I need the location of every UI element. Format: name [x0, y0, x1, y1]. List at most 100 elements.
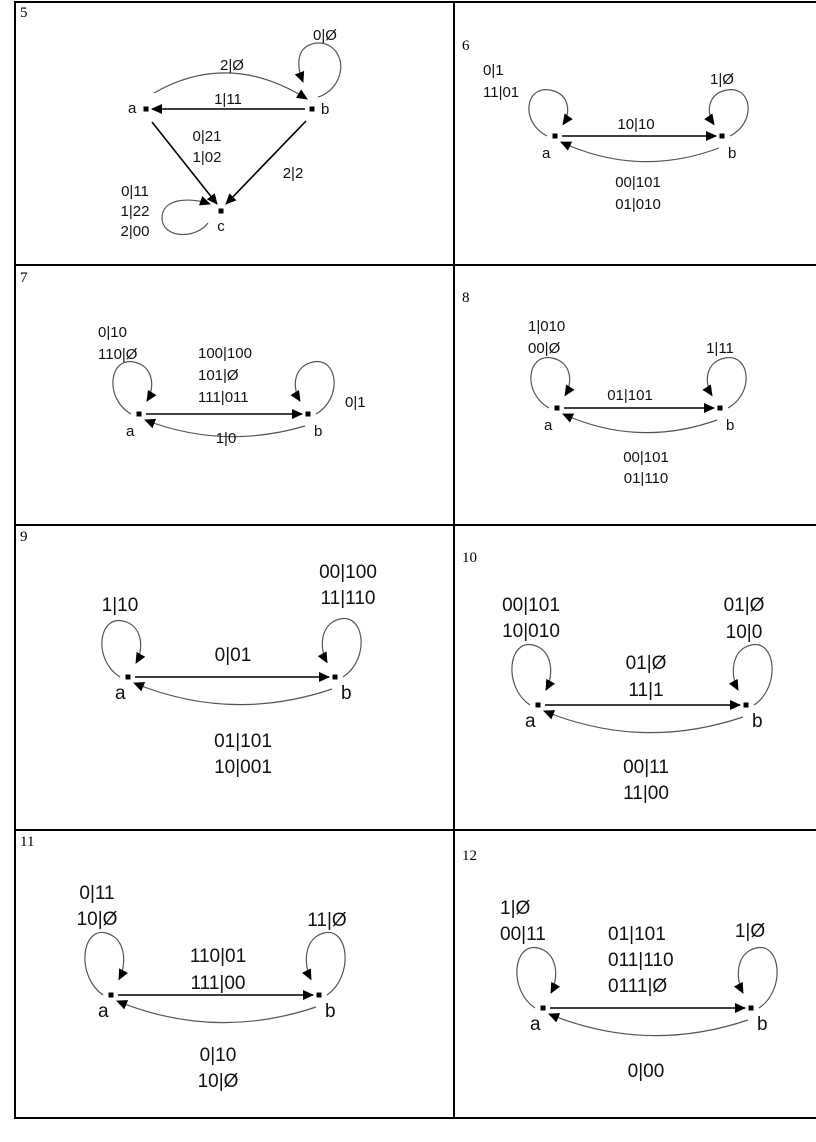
- edge-label-line: 110|01: [190, 946, 246, 967]
- edge-label-line: 0|21: [193, 128, 222, 145]
- edge-b-to-b: [702, 357, 747, 409]
- state-node-a: [552, 133, 558, 139]
- edge-label-line: 11|1: [628, 680, 663, 701]
- edge-label-line: 1|10: [102, 595, 139, 616]
- edge-label-line: 10|Ø: [77, 909, 118, 930]
- edge-label: 1|Ø 00|11: [500, 898, 546, 945]
- edge-label: 01|Ø 11|1: [626, 653, 667, 701]
- edge-label-line: 10|001: [214, 757, 272, 778]
- cell-number: 10: [462, 550, 477, 566]
- state-label-a: a: [542, 145, 551, 162]
- state-label-c: c: [217, 218, 225, 235]
- edge-label: 0|01: [215, 645, 252, 666]
- edge-label-line: 11|110: [321, 588, 376, 609]
- edge-label-line: 00|11: [500, 924, 546, 945]
- state-node-a: [554, 405, 560, 411]
- edge-b-to-b: [290, 361, 335, 415]
- edge-label-line: 0|1: [483, 62, 504, 79]
- edge-label: 2|Ø: [220, 57, 244, 74]
- edge-label-line: 0|10: [200, 1045, 237, 1066]
- edge-label-line: 01|101: [608, 924, 666, 945]
- edge-b-to-b: [733, 947, 778, 1009]
- edge-label-line: 0|11: [121, 183, 149, 200]
- edge-label-line: 2|2: [283, 165, 304, 182]
- cell-number: 12: [462, 848, 477, 864]
- state-label-a: a: [115, 683, 126, 704]
- edge-a-to-c: [151, 121, 218, 205]
- state-label-a: a: [530, 1014, 541, 1035]
- edge-label-line: 1|Ø: [500, 898, 531, 919]
- cell-number: 11: [20, 834, 35, 850]
- edge-label-line: 1|22: [121, 203, 150, 220]
- table-border-left: [14, 1, 16, 1119]
- edge-label: 0|10 110|Ø: [98, 324, 138, 363]
- edge-label: 0|1: [345, 394, 366, 411]
- edge-label: 01|101: [607, 387, 653, 404]
- edge-b-to-b: [704, 89, 749, 137]
- edge-label-line: 10|10: [617, 116, 654, 133]
- edge-label-line: 2|Ø: [220, 57, 244, 74]
- edge-label: 1|11: [706, 340, 734, 357]
- edge-label-line: 101|Ø: [198, 367, 239, 384]
- edge-label-line: 00|100: [319, 562, 377, 583]
- state-node-a: [540, 1005, 546, 1011]
- edge-label-line: 1|11: [214, 91, 242, 108]
- edge-label: 0|Ø: [313, 27, 337, 44]
- edge-label-line: 01|101: [214, 731, 272, 752]
- state-label-a: a: [126, 423, 135, 440]
- edge-label-line: 00|101: [623, 449, 669, 466]
- edge-label-line: 1|Ø: [735, 921, 766, 942]
- cell-number: 9: [20, 529, 28, 545]
- edge-b-to-a: [548, 1013, 749, 1037]
- edge-b-to-a: [133, 682, 333, 706]
- edge-label-line: 1|010: [528, 318, 565, 335]
- state-node-b: [743, 702, 749, 708]
- state-node-b: [332, 674, 338, 680]
- edge-label-line: 10|010: [502, 621, 560, 642]
- edge-label-line: 10|Ø: [198, 1071, 239, 1092]
- edge-label-line: 00|101: [502, 595, 560, 616]
- edge-label: 1|Ø: [710, 71, 734, 88]
- edge-label-line: 110|Ø: [98, 346, 138, 363]
- cell-number: 5: [20, 5, 28, 21]
- edge-a-to-b: [153, 72, 308, 100]
- edge-a-to-a: [528, 89, 573, 137]
- edge-a-to-a: [511, 644, 556, 706]
- cell-number: 6: [462, 38, 470, 54]
- edge-a-to-a: [530, 357, 575, 409]
- state-node-a: [136, 411, 142, 417]
- edge-label: 2|2: [283, 165, 304, 182]
- edge-b-to-b: [317, 618, 362, 678]
- edge-b-to-c: [225, 120, 307, 205]
- edge-b-to-b: [294, 42, 342, 98]
- state-label-b: b: [757, 1014, 768, 1035]
- edge-label-line: 0|1: [345, 394, 366, 411]
- edge-b-to-b: [728, 644, 773, 706]
- state-label-a: a: [128, 100, 137, 117]
- edge-label-line: 111|011: [198, 389, 249, 406]
- table-border-top: [14, 1, 816, 3]
- edge-label-line: 01|101: [607, 387, 653, 404]
- edge-label-line: 0|11: [79, 883, 114, 904]
- edge-b-to-a: [144, 418, 306, 438]
- state-node-b: [748, 1005, 754, 1011]
- edge-label: 0|11 10|Ø: [77, 883, 118, 930]
- edge-label-line: 00|101: [615, 174, 661, 191]
- edge-label-line: 0|01: [215, 645, 252, 666]
- cell-number: 8: [462, 290, 470, 306]
- edge-label: 1|Ø: [735, 921, 766, 942]
- edge-label-line: 01|010: [615, 196, 661, 213]
- edge-label-line: 01|Ø: [724, 595, 765, 616]
- edge-label-line: 11|Ø: [307, 910, 347, 931]
- state-node-a: [125, 674, 131, 680]
- edge-label-line: 10|0: [726, 622, 763, 643]
- edge-label-line: 0|10: [98, 324, 127, 341]
- edge-label-line: 01|Ø: [626, 653, 667, 674]
- edge-label-line: 011|110: [608, 950, 674, 971]
